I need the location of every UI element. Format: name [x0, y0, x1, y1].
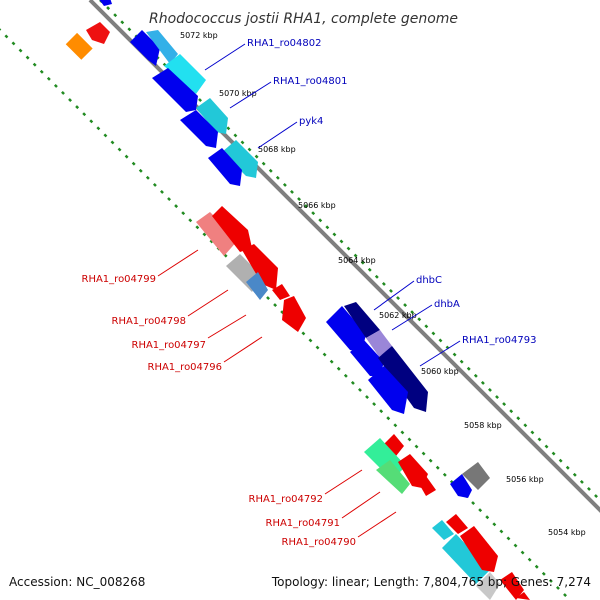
tick-label: 5070 kbp [219, 89, 257, 98]
forward-gene-labels [204, 43, 461, 367]
gene-label-RHA1_ro04792[interactable]: RHA1_ro04792 [249, 494, 324, 505]
gene-forward [350, 340, 384, 376]
gene-label-dhbA[interactable]: dhbA [434, 299, 460, 310]
gene-cyan [432, 520, 454, 540]
gene-lilac [366, 330, 392, 358]
gene-forward [326, 306, 366, 352]
tick-label: 5058 kbp [464, 421, 502, 430]
gene-reverse [86, 22, 110, 44]
gene-label-pyk4[interactable]: pyk4 [299, 116, 323, 127]
gene-label-RHA1_ro04790[interactable]: RHA1_ro04790 [282, 537, 357, 548]
tick-labels: 5072 kbp 5070 kbp 5068 kbp 5066 kbp 5064… [180, 31, 586, 537]
gene-reverse [446, 514, 468, 534]
tick-label: 5056 kbp [506, 475, 544, 484]
gene-label-RHA1_ro04797[interactable]: RHA1_ro04797 [132, 340, 207, 351]
gene-navy [378, 346, 428, 412]
gene-forward [99, 0, 112, 6]
gene-cyan [222, 140, 258, 178]
gene-label-dhbC[interactable]: dhbC [416, 275, 442, 286]
gene-reverse [516, 592, 530, 600]
gene-cyan [146, 30, 178, 64]
tick-label: 5068 kbp [258, 145, 296, 154]
gene-navy [344, 302, 380, 338]
gene-forward [450, 474, 472, 498]
gene-label-RHA1_ro04793[interactable]: RHA1_ro04793 [462, 335, 537, 346]
gene-orange [65, 32, 93, 60]
reverse-gene-labels [157, 249, 397, 538]
gene-label-RHA1_ro04801[interactable]: RHA1_ro04801 [273, 76, 348, 87]
gene-reverse [212, 206, 252, 252]
gene-cyan [164, 54, 206, 94]
gene-forward [368, 366, 408, 414]
gene-track [65, 0, 530, 600]
gene-reverse [418, 476, 436, 496]
gene-forward [130, 30, 160, 66]
genome-summary-text: Topology: linear; Length: 7,804,765 bp; … [271, 575, 591, 589]
gene-forward [180, 110, 218, 148]
map-title: Rhodococcus jostii RHA1, complete genome [149, 11, 458, 27]
tick-label: 5060 kbp [421, 367, 459, 376]
tick-label: 5072 kbp [180, 31, 218, 40]
gene-gray [462, 462, 490, 490]
gene-reverse [242, 244, 278, 290]
gene-forward [208, 148, 242, 186]
gene-forward [152, 68, 198, 112]
gene-label-RHA1_ro04798[interactable]: RHA1_ro04798 [112, 316, 187, 327]
gene-reverse [382, 434, 404, 456]
gene-reverse [500, 572, 524, 600]
gene-gray [476, 572, 500, 600]
gene-cyan [196, 98, 228, 134]
gene-steel [246, 272, 268, 300]
tick-label: 5054 kbp [548, 528, 586, 537]
gene-reverse [272, 284, 290, 300]
tick-label: 5064 kbp [338, 256, 376, 265]
tick-label: 5066 kbp [298, 201, 336, 210]
gene-green [376, 460, 410, 494]
gene-reverse [460, 526, 498, 572]
gene-label-RHA1_ro04796[interactable]: RHA1_ro04796 [148, 362, 223, 373]
gene-label-RHA1_ro04802[interactable]: RHA1_ro04802 [247, 38, 322, 49]
gene-label-RHA1_ro04799[interactable]: RHA1_ro04799 [82, 274, 157, 285]
gene-pink [196, 212, 238, 256]
tick-label: 5062 kbp [379, 311, 417, 320]
gene-cyan [442, 534, 490, 584]
gene-reverse [398, 454, 428, 488]
accession-text: Accession: NC_008268 [9, 575, 145, 589]
gene-label-RHA1_ro04791[interactable]: RHA1_ro04791 [266, 518, 341, 529]
gene-reverse [282, 296, 306, 332]
